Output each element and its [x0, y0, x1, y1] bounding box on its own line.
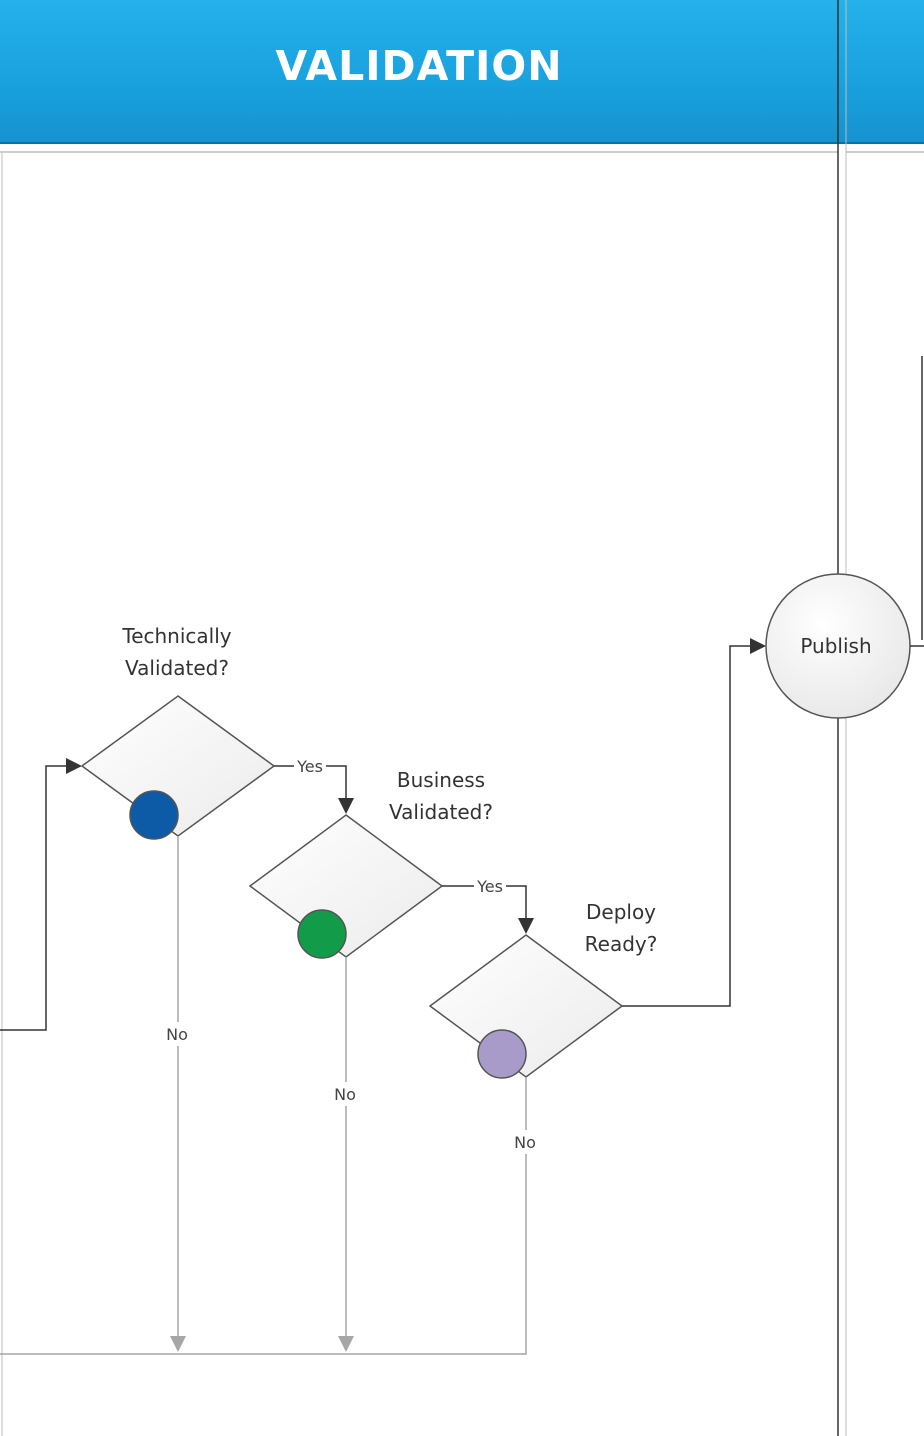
yes-label-2: Yes: [476, 877, 503, 896]
yes-arrowhead-2: [518, 918, 534, 934]
publish-label: Publish: [800, 634, 871, 658]
decision-label-line2: Validated?: [125, 656, 229, 680]
no-label-3: No: [514, 1133, 536, 1152]
yes-arrowhead-1: [338, 798, 354, 814]
decision-label-line2: Ready?: [585, 932, 658, 956]
no-arrowhead-2: [338, 1336, 354, 1352]
yes-connector-1: [326, 765, 347, 800]
status-marker-blue: [129, 790, 179, 840]
status-marker-green: [297, 909, 347, 959]
decision-label-line1: Technically: [121, 624, 231, 648]
decision-label-line1: Business: [397, 768, 485, 792]
decision-label-line2: Validated?: [389, 800, 493, 824]
lane-title: VALIDATION: [275, 42, 563, 90]
yes-label-1: Yes: [296, 757, 323, 776]
status-marker-purple: [477, 1029, 527, 1079]
incoming-arrowhead: [66, 758, 82, 774]
no-connector-3: [0, 1077, 527, 1355]
publish-arrowhead: [750, 638, 766, 654]
lane-header: VALIDATION: [0, 0, 924, 144]
publish-connector: [622, 645, 754, 1007]
incoming-connector: [0, 765, 70, 1031]
no-label-1: No: [166, 1025, 188, 1044]
yes-connector-2: [506, 885, 527, 920]
no-label-2: No: [334, 1085, 356, 1104]
decision-label-line1: Deploy: [586, 900, 656, 924]
no-arrowhead-1: [170, 1336, 186, 1352]
